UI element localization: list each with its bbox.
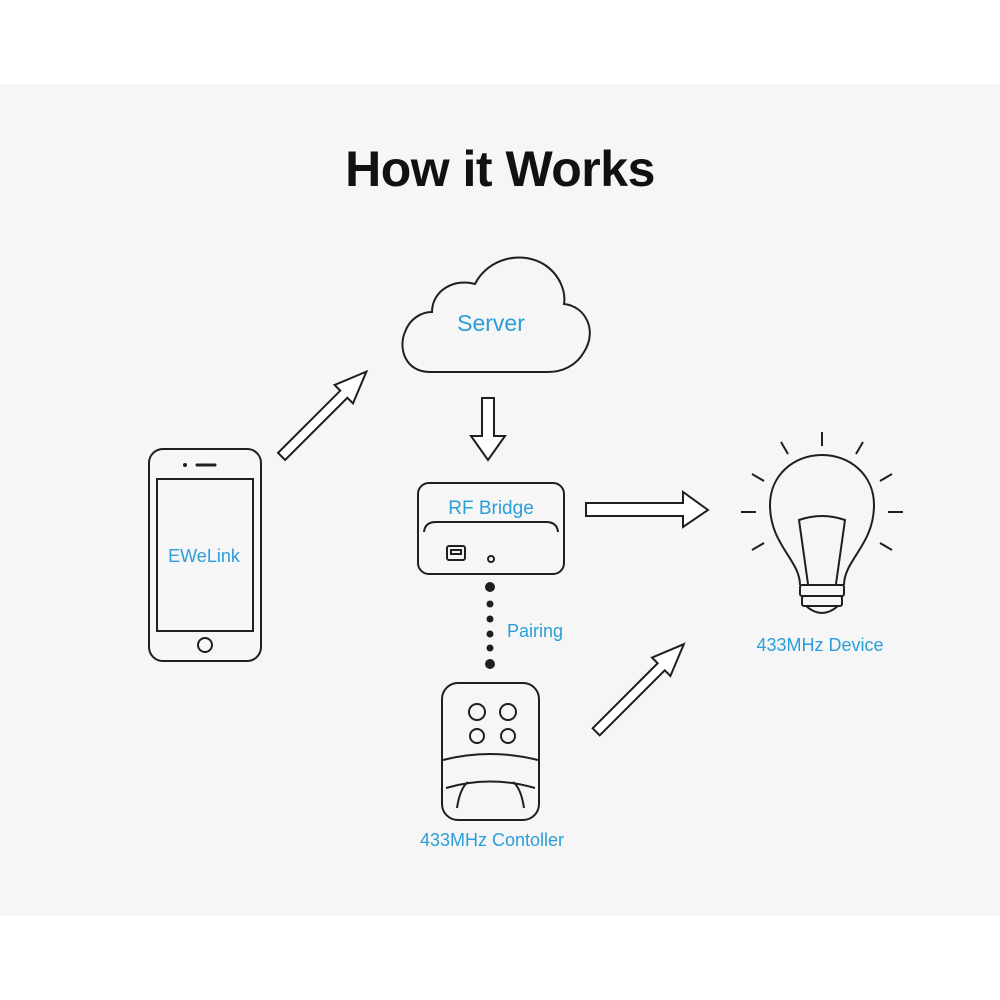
pairing-dots [485,582,495,669]
arrow-server-to-bridge [469,397,507,462]
pairing-dot [485,582,495,592]
pairing-dot [485,659,495,669]
arrow-bridge-to-device [585,490,710,529]
cloud-icon [401,256,591,373]
arrow-phone-to-server [276,369,369,462]
pairing-dot [486,630,494,638]
rf-bridge-label: RF Bridge [448,498,534,519]
remote-controller-icon [441,682,540,821]
pairing-dot [486,600,494,608]
smartphone-icon [148,448,262,662]
pairing-dot [486,615,494,623]
arrow-controller-to-device [591,642,686,737]
page-title: How it Works [345,141,655,197]
light-bulb-icon [741,432,903,614]
device-label: 433MHz Device [756,635,883,655]
server-label: Server [457,310,525,336]
pairing-dot [486,644,494,652]
pairing-label: Pairing [507,621,563,641]
rf-bridge-icon [417,482,565,575]
controller-label: 433MHz Contoller [420,830,564,850]
diagram-background [0,84,1000,916]
app-label: EWeLink [168,546,241,566]
